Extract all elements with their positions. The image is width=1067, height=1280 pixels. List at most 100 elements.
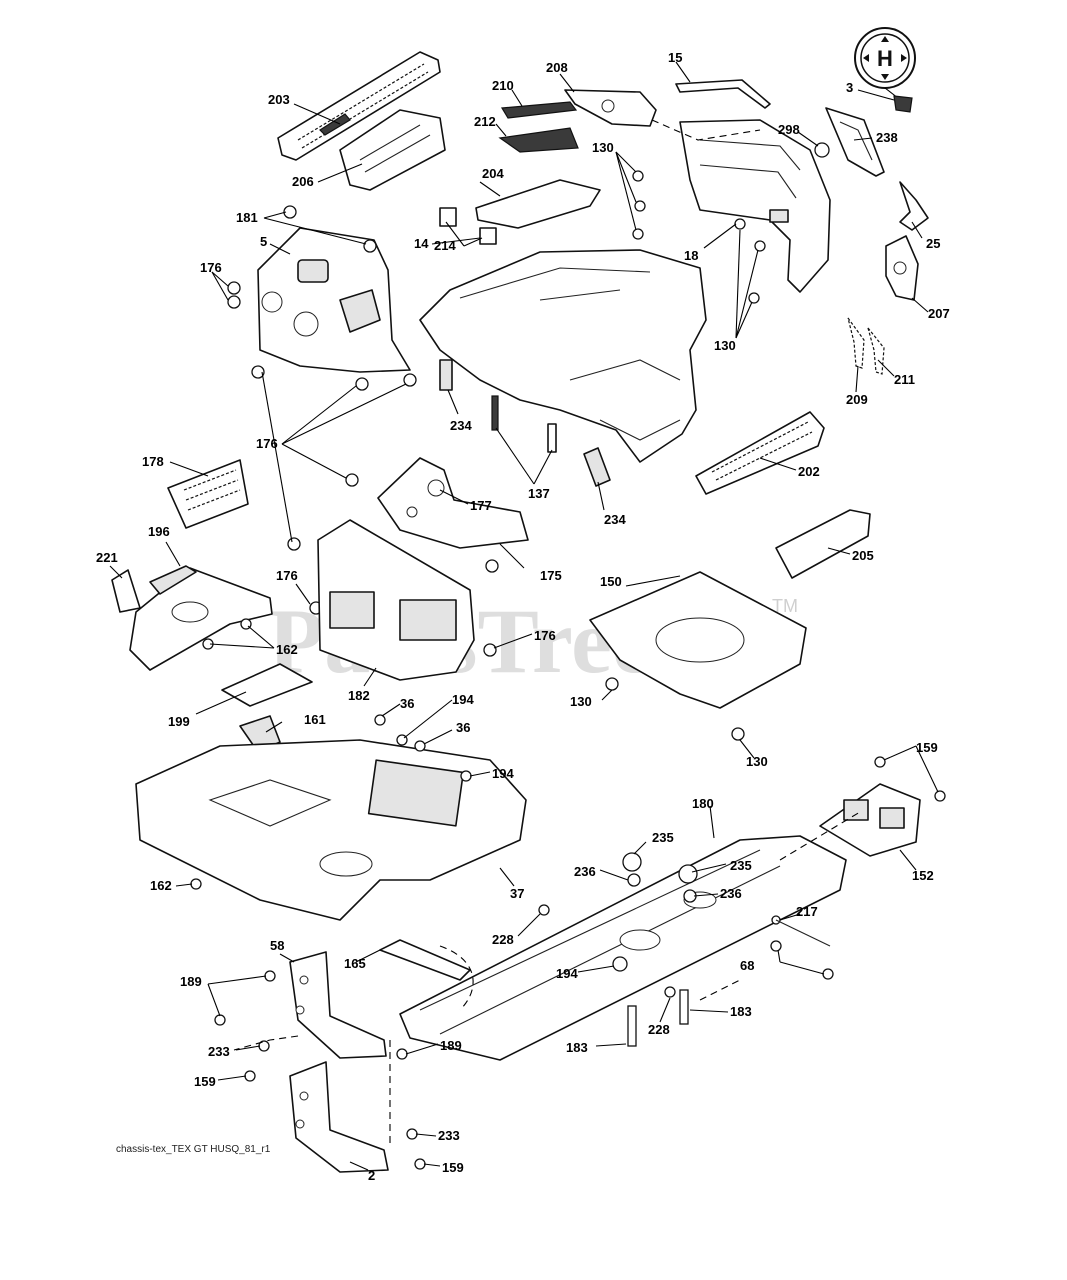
part-196-fender-top [129, 565, 273, 671]
part-177-bracket [377, 457, 529, 549]
callout-18: 18 [684, 248, 698, 263]
callout-37: 37 [510, 886, 524, 901]
callout-176-a: 176 [200, 260, 222, 275]
callout-178: 178 [142, 454, 164, 469]
callout-3: 3 [846, 80, 853, 95]
callout-175: 175 [540, 568, 562, 583]
part-228-bolt-b [664, 986, 676, 998]
part-209-side-grille [847, 317, 865, 369]
part-194-nut-c [612, 956, 628, 972]
callout-194-c: 194 [556, 966, 578, 981]
part-152-rear-bracket [819, 783, 921, 857]
part-204-cover [475, 179, 601, 229]
callout-159-c: 159 [442, 1160, 464, 1175]
callout-176-d: 176 [534, 628, 556, 643]
callout-176-c: 176 [276, 568, 298, 583]
callout-14: 14 [414, 236, 429, 251]
callout-177: 177 [470, 498, 492, 513]
part-18-front-housing [679, 119, 831, 293]
callout-207: 207 [928, 306, 950, 321]
part-206-bracket [339, 109, 446, 191]
part-180-frame [399, 835, 847, 1061]
callout-130-d: 130 [746, 754, 768, 769]
part-203-grille-bar [277, 51, 441, 161]
callout-228-b: 228 [648, 1022, 670, 1037]
part-68-bolt-b [822, 968, 834, 980]
part-2-bracket [289, 1061, 389, 1173]
part-25-trim [899, 181, 929, 231]
callout-228-a: 228 [492, 932, 514, 947]
callout-235-b: 235 [730, 858, 752, 873]
husqvarna-logo-badge: H [854, 27, 916, 113]
part-137-strip-a [491, 395, 499, 431]
part-130-screw-set [632, 170, 766, 304]
callout-162-a: 162 [276, 642, 298, 657]
part-202-front-grille [695, 411, 825, 495]
part-159-screw-c [414, 1158, 426, 1170]
callout-labels: 203 210 208 15 3 212 298 238 130 206 204… [96, 50, 950, 1183]
callout-130-a: 130 [592, 140, 614, 155]
callout-214: 214 [434, 238, 456, 253]
callout-68: 68 [740, 958, 754, 973]
callout-150: 150 [600, 574, 622, 589]
part-189-screw-b [214, 1014, 226, 1026]
part-233-screw-b [406, 1128, 418, 1140]
callout-217: 217 [796, 904, 818, 919]
callout-181: 181 [236, 210, 258, 225]
diagram-caption: chassis-tex_TEX GT HUSQ_81_r1 [116, 1144, 271, 1155]
callout-194-b: 194 [492, 766, 514, 781]
callout-165: 165 [344, 956, 366, 971]
callout-236-b: 236 [720, 886, 742, 901]
callout-212: 212 [474, 114, 496, 129]
callout-180: 180 [692, 796, 714, 811]
callout-130-b: 130 [714, 338, 736, 353]
callout-58: 58 [270, 938, 284, 953]
callout-194-a: 194 [452, 692, 474, 707]
part-182-dash-bezel [317, 519, 475, 681]
part-199-plate [221, 663, 313, 707]
part-159-screw-a1 [874, 756, 886, 768]
callout-235-a: 235 [652, 830, 674, 845]
callout-221: 221 [96, 550, 118, 565]
callout-199: 199 [168, 714, 190, 729]
part-159-screw-b [244, 1070, 256, 1082]
callout-205: 205 [852, 548, 874, 563]
part-150-pan [589, 571, 807, 709]
part-298-fastener [814, 142, 830, 158]
callout-208: 208 [546, 60, 568, 75]
callout-25: 25 [926, 236, 940, 251]
part-205-cover [775, 509, 871, 579]
callout-209: 209 [846, 392, 868, 407]
part-194-nut-b [460, 770, 472, 782]
callout-182: 182 [348, 688, 370, 703]
part-178-vent-plate [167, 459, 249, 529]
part-130-screw-c [605, 677, 619, 691]
callout-159-b: 159 [194, 1074, 216, 1089]
part-234-strip-a [439, 359, 453, 391]
part-5-dashboard-panel [257, 227, 411, 373]
part-238-side-panel [825, 107, 885, 177]
part-161-bracket [239, 715, 281, 753]
part-165-bracket [379, 939, 471, 981]
callout-183-b: 183 [566, 1040, 588, 1055]
callout-189-b: 189 [440, 1038, 462, 1053]
part-183-bolt-a [679, 989, 689, 1025]
part-211-side-grille [867, 327, 885, 375]
part-181-knob-b [363, 239, 377, 253]
callout-130-c: 130 [570, 694, 592, 709]
callout-234-b: 234 [604, 512, 626, 527]
callout-236-a: 236 [574, 864, 596, 879]
callout-211: 211 [894, 372, 915, 387]
callout-162-b: 162 [150, 878, 172, 893]
part-228-bolt-a [538, 904, 550, 916]
callout-233-a: 233 [208, 1044, 230, 1059]
part-36-bolt-a [374, 714, 386, 726]
assembly-dashed-lines [233, 119, 861, 1146]
callout-137: 137 [528, 486, 550, 501]
callout-204: 204 [482, 166, 504, 181]
part-162-screw-c [190, 878, 202, 890]
callout-152: 152 [912, 868, 934, 883]
part-208-headlight-trim [564, 89, 657, 127]
callout-196: 196 [148, 524, 170, 539]
